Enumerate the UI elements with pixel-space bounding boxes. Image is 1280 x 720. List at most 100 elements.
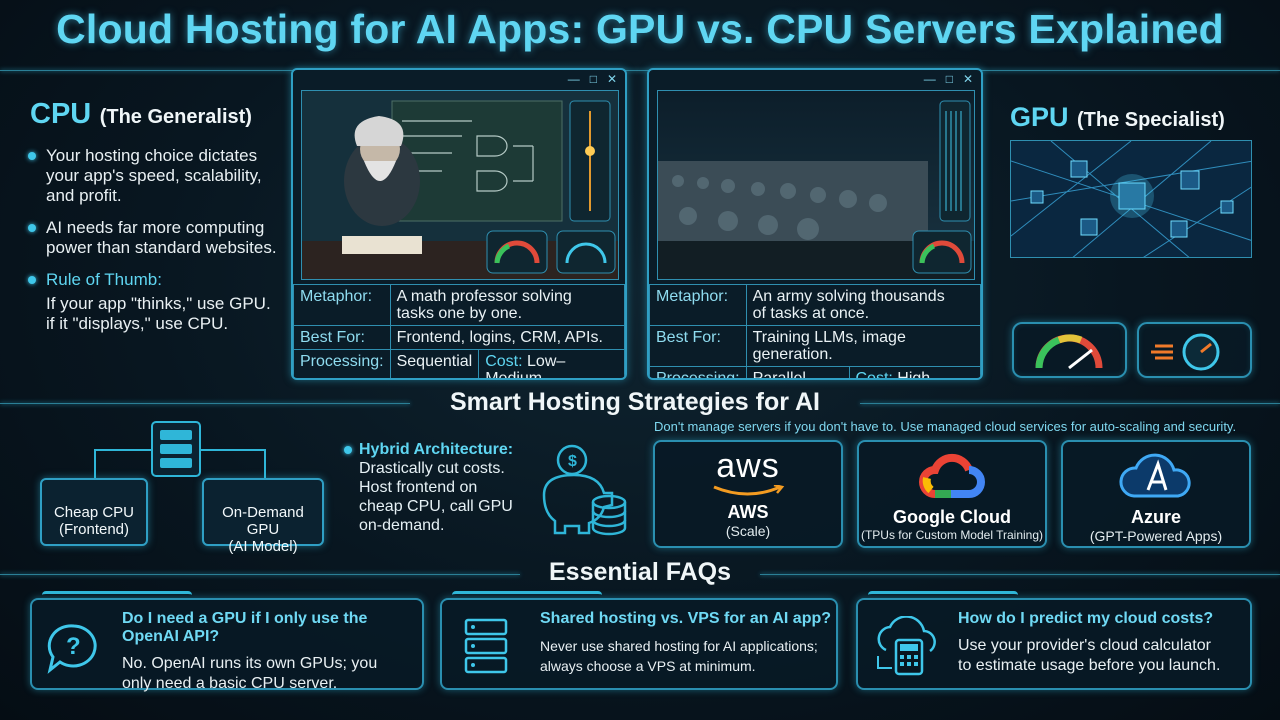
hybrid-line: on-demand. [359, 517, 445, 534]
faq-question: Shared hosting vs. VPS for an AI app? [540, 610, 832, 627]
metaphor-line: An army solving thousands [752, 288, 945, 305]
svg-text:?: ? [66, 633, 81, 660]
gauge-icon [486, 230, 548, 274]
maximize-icon[interactable]: □ [589, 72, 597, 86]
provider-card-aws[interactable]: aws AWS (Scale) [653, 440, 843, 548]
speed-gauge-icon [1035, 334, 1103, 370]
faq-tab-accent [42, 591, 192, 603]
army-illustration [657, 90, 975, 280]
gpu-comparison-table: Metaphor: An army solving thousands of t… [649, 284, 981, 380]
cost-value: Low–Medium [485, 353, 566, 380]
best-for-value: Frontend, logins, CRM, APIs. [389, 325, 625, 350]
aws-smile-icon [713, 483, 785, 496]
piggy-bank-icon: $ [542, 444, 627, 536]
table-row: Metaphor: An army solving thousands of t… [649, 284, 981, 326]
hybrid-architecture-text: Hybrid Architecture: Drastically cut cos… [344, 440, 524, 535]
chip-label: On-Demand GPU [222, 504, 304, 538]
gpu-comparison-window: — □ ✕ [647, 68, 983, 380]
bullet-dot [344, 446, 352, 454]
processing-label: Processing: [293, 349, 391, 378]
best-for-label: Best For: [649, 325, 747, 367]
faq-heading: Essential FAQs [548, 558, 732, 586]
faq-answer: always choose a VPS at minimum. [540, 658, 756, 674]
gpu-subheading: (The Specialist) [1076, 109, 1225, 131]
cpu-comparison-window: — □ ✕ [291, 68, 627, 380]
metaphor-label: Metaphor: [649, 284, 747, 326]
metaphor-line: tasks one by one. [396, 305, 523, 322]
close-icon[interactable]: ✕ [962, 72, 973, 86]
faq-answer: Never use shared hosting for AI applicat… [540, 638, 818, 654]
cpu-bullet: AI needs far more computing power than s… [28, 218, 278, 258]
google-cloud-logo-icon [919, 453, 985, 498]
best-for-value: Training LLMs, image generation. [745, 325, 981, 367]
faq-answer: No. OpenAI runs its own GPUs; you [122, 655, 378, 672]
metaphor-line: A math professor solving [396, 288, 572, 305]
processing-value: Sequential [389, 349, 480, 378]
hybrid-architecture-diagram: Cheap CPU (Frontend) On-Demand GPU (AI M… [40, 420, 330, 555]
cost-cell: Cost: High [848, 366, 981, 380]
hybrid-line: Host frontend on [359, 479, 478, 496]
faq-tab-accent [868, 591, 1018, 603]
provider-name: AWS [727, 502, 769, 522]
hybrid-line: cheap CPU, call GPU [359, 498, 513, 515]
connector-lines [94, 421, 266, 480]
cpu-bullet-list: Your hosting choice dictates your app's … [28, 146, 278, 346]
gpu-heading-block: GPU (The Specialist) [1010, 102, 1270, 133]
metaphor-value: An army solving thousands of tasks at on… [745, 284, 981, 326]
window-controls: — □ ✕ [649, 70, 981, 88]
metaphor-label: Metaphor: [293, 284, 391, 326]
provider-card-google-cloud[interactable]: Google Cloud (TPUs for Custom Model Trai… [857, 440, 1047, 548]
cost-label: Cost: [855, 370, 893, 380]
close-icon[interactable]: ✕ [606, 72, 617, 86]
gauge-card [1012, 322, 1127, 378]
table-row: Processing: Parallel Cost: High [649, 366, 981, 380]
cpu-bullet: Your hosting choice dictates your app's … [28, 146, 278, 206]
robot-army-image [658, 91, 974, 279]
svg-text:$: $ [568, 453, 577, 470]
fast-speedometer-icon [1151, 333, 1220, 371]
faq-tab-accent [452, 591, 602, 603]
provider-name: Google Cloud [893, 507, 1011, 527]
faq-card[interactable]: How do I predict my cloud costs? Use you… [856, 591, 1252, 690]
gpu-chip-image [1010, 140, 1252, 258]
faq-answer: only need a basic CPU server. [122, 675, 338, 692]
managed-services-note: Don't manage servers if you don't have t… [654, 419, 1237, 434]
cpu-heading-block: CPU (The Generalist) [30, 98, 290, 131]
faq-card[interactable]: ? Do I need a GPU if I only use the Open… [30, 591, 424, 692]
gpu-circuit-icon [1011, 141, 1251, 257]
page-title: Cloud Hosting for AI Apps: GPU vs. CPU S… [56, 6, 1224, 52]
processing-value: Parallel [745, 366, 850, 378]
minimize-icon[interactable]: — [923, 72, 936, 86]
cheap-cpu-chip: Cheap CPU (Frontend) [40, 478, 148, 546]
provider-sub: (Scale) [725, 523, 771, 539]
cpu-subheading: (The Generalist) [99, 106, 252, 128]
server-stack-icon [464, 618, 508, 674]
faq-question: How do I predict my cloud costs? [958, 610, 1214, 627]
cpu-rule-of-thumb: Rule of Thumb: If your app "thinks," use… [28, 270, 278, 334]
chip-sublabel: (Frontend) [58, 521, 130, 538]
minimize-icon[interactable]: — [567, 72, 580, 86]
gauge-icon [912, 230, 972, 274]
faq-answer: to estimate usage before you launch. [958, 657, 1221, 674]
rule-of-thumb-line: If your app "thinks," use GPU. [46, 294, 271, 313]
strategies-heading: Smart Hosting Strategies for AI [450, 388, 820, 416]
processing-label: Processing: [649, 366, 747, 378]
faq-card[interactable]: Shared hosting vs. VPS for an AI app? Ne… [440, 591, 838, 690]
metaphor-value: A math professor solving tasks one by on… [389, 284, 625, 326]
provider-card-azure[interactable]: Azure (GPT-Powered Apps) [1061, 440, 1251, 548]
table-row: Processing: Sequential Cost: Low–Medium [293, 349, 625, 380]
cost-label: Cost: [485, 353, 523, 370]
maximize-icon[interactable]: □ [945, 72, 953, 86]
rule-of-thumb-heading: Rule of Thumb: [46, 270, 162, 289]
speedometer-card [1137, 322, 1252, 378]
professor-chalkboard-image [302, 91, 618, 279]
faq-divider-right [760, 574, 1280, 575]
table-row: Best For: Training LLMs, image generatio… [649, 325, 981, 367]
faq-question: Do I need a GPU if I only use the OpenAI… [122, 610, 368, 645]
rule-of-thumb-line: if it "displays," use CPU. [46, 314, 229, 333]
cost-value: High [897, 370, 931, 380]
speedometer-icon [556, 230, 616, 274]
hybrid-heading: Hybrid Architecture: [359, 441, 514, 458]
aws-logo-icon: aws [716, 447, 780, 485]
provider-sub: (GPT-Powered Apps) [1089, 528, 1223, 544]
